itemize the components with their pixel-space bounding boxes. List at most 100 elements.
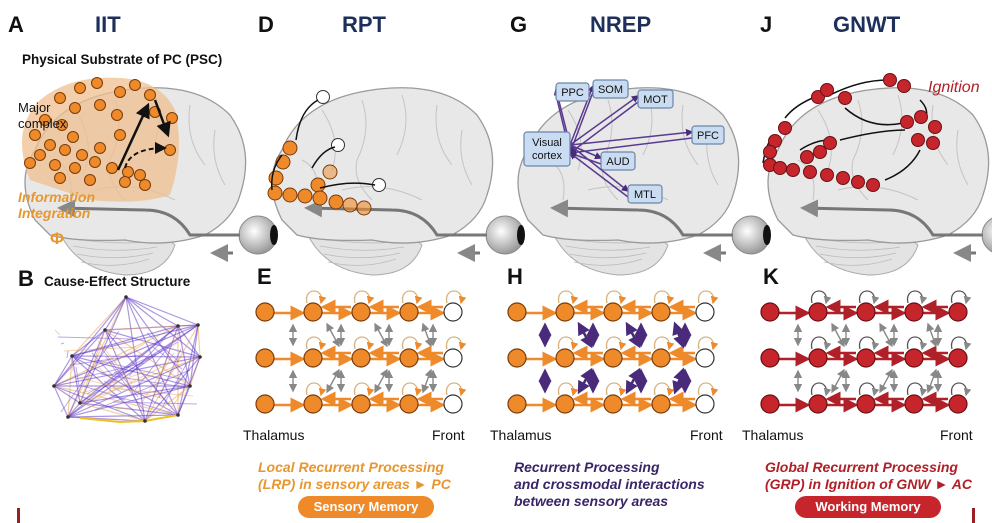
network-edge	[90, 355, 185, 403]
network-edge	[166, 376, 194, 415]
network-edge	[71, 329, 106, 357]
network-node	[808, 302, 828, 322]
network-node	[399, 348, 419, 368]
network-edge	[81, 370, 149, 394]
network-edge	[103, 380, 122, 393]
self-loop-arrow	[906, 336, 928, 351]
network-node	[507, 394, 527, 414]
network-edge	[104, 329, 201, 358]
network-edge	[158, 348, 182, 399]
feedforward-arrow	[569, 144, 603, 160]
self-loop-arrow	[653, 290, 675, 305]
network-node	[760, 348, 780, 368]
e-thalamus-label: Thalamus	[243, 427, 305, 443]
network-edge	[97, 366, 118, 385]
k-caption-line2: (GRP) in Ignition of GNW ► AC	[765, 476, 972, 492]
crossmodal-arrow	[926, 322, 938, 348]
connection-line	[844, 107, 904, 126]
brain-rpt	[271, 87, 525, 276]
network-edge	[54, 329, 61, 336]
network-edge	[79, 402, 146, 422]
neuron-node	[813, 145, 827, 159]
optic-pathway	[550, 199, 733, 237]
network-edge	[53, 385, 179, 416]
neuron-node	[297, 188, 313, 204]
neuron-node	[342, 197, 358, 213]
causal-arrow	[124, 142, 167, 169]
crossmodal-arrow	[421, 368, 433, 394]
network-node	[255, 348, 275, 368]
optic-pathway	[57, 199, 240, 237]
neuron-node	[106, 162, 118, 174]
network-edge	[75, 362, 145, 380]
network-edge	[53, 385, 81, 404]
network-edge	[53, 385, 69, 418]
network-node	[603, 302, 623, 322]
network-edge	[82, 385, 173, 414]
h-front-label: Front	[690, 427, 723, 443]
neuron-node	[59, 144, 71, 156]
connection-line	[839, 129, 906, 141]
network-node	[651, 348, 671, 368]
network-node	[808, 394, 828, 414]
neuron-node	[69, 102, 81, 114]
self-loop-arrow	[557, 382, 579, 397]
neuron-node	[773, 161, 787, 175]
self-loop-arrow	[353, 290, 375, 305]
network-edge	[177, 325, 191, 387]
network-node	[507, 348, 527, 368]
neuron-node	[763, 145, 777, 159]
neuron-node	[134, 169, 146, 181]
inactive-node	[331, 138, 345, 152]
panel-letter-b: B	[18, 266, 34, 291]
neuron-node	[89, 156, 101, 168]
network-node	[760, 394, 780, 414]
neuron-node	[94, 99, 106, 111]
crossmodal-arrow	[577, 367, 593, 395]
network-edge	[150, 381, 170, 407]
brain-gnwt	[767, 87, 992, 276]
network-edge	[67, 356, 201, 418]
self-loop-arrow	[653, 336, 675, 351]
neuron-node	[911, 133, 925, 147]
neuron-node	[129, 79, 141, 91]
network-node	[399, 302, 419, 322]
crossmodal-arrow	[831, 368, 845, 394]
network-edge	[79, 385, 191, 404]
neuron-node	[144, 89, 156, 101]
k-front-label: Front	[940, 427, 973, 443]
network-node	[176, 413, 180, 417]
neuron-node	[851, 175, 865, 189]
network-edge	[100, 373, 190, 389]
crossmodal-arrow	[577, 321, 593, 349]
network-edge	[140, 352, 175, 405]
network-edge	[104, 296, 127, 331]
network-node	[399, 394, 419, 414]
network-edge	[71, 296, 127, 357]
network-node	[351, 348, 371, 368]
area-label: MOT	[643, 94, 668, 106]
self-loop-arrow	[605, 290, 627, 305]
area-label: Visual	[532, 137, 562, 149]
self-loop-arrow	[810, 382, 832, 397]
network-node	[351, 394, 371, 414]
neuron-node	[883, 73, 897, 87]
neuron-node	[820, 168, 834, 182]
neuron-node	[67, 131, 79, 143]
theory-title-nrep: NREP	[590, 12, 652, 37]
neuron-node	[139, 179, 151, 191]
network-node	[196, 323, 200, 327]
neuron-node	[803, 165, 817, 179]
network-node	[948, 302, 968, 322]
crossmodal-arrow	[926, 368, 938, 394]
network-node	[856, 302, 876, 322]
connection-line	[319, 182, 376, 189]
network-node	[948, 348, 968, 368]
network-node	[555, 348, 575, 368]
network-edge	[67, 296, 127, 418]
crossmodal-arrow	[672, 367, 686, 395]
neuron-node	[69, 162, 81, 174]
network-edge	[97, 340, 133, 384]
network-node	[695, 348, 715, 368]
neuron-node	[866, 178, 880, 192]
